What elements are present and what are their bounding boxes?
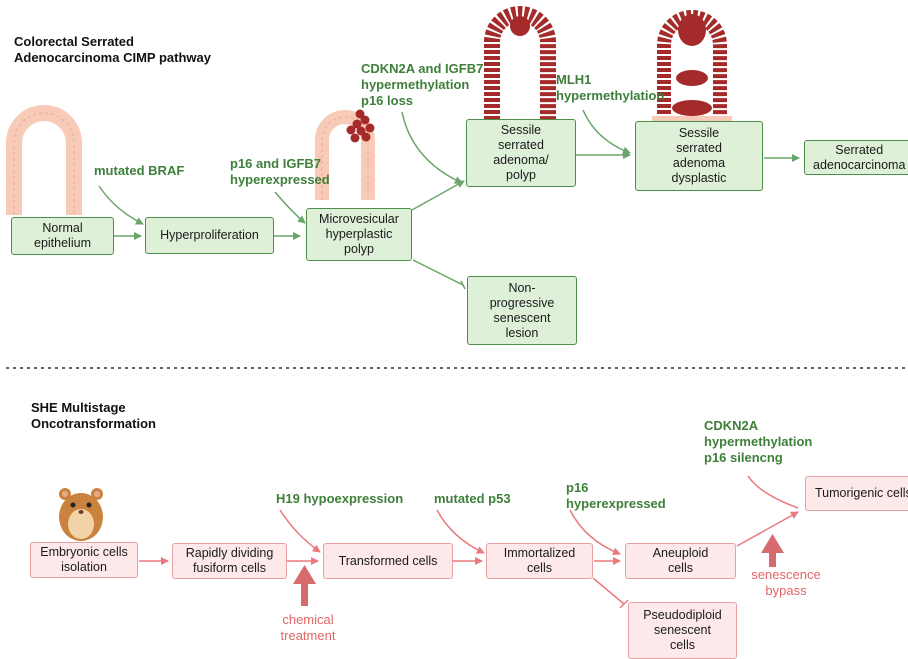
box-tumorigenic-cells: Tumorigenic cells	[805, 476, 908, 511]
box-sessile-dysplastic: Sessile serrated adenoma dysplastic	[635, 121, 763, 191]
label-mutated-braf: mutated BRAF	[94, 163, 185, 178]
polyp-cluster-icon	[346, 109, 375, 143]
polyp-cluster-icon	[652, 10, 732, 123]
crypt-icon	[5, 105, 82, 215]
box-immortalized-cells: Immortalized cells	[486, 543, 593, 579]
oncotransformation-title: SHE Multistage Oncotransformation	[31, 400, 156, 431]
label-p16-hyperexpressed: p16 hyperexpressed	[566, 480, 666, 511]
hamster-icon	[59, 488, 103, 541]
box-non-progressive-lesion: Non- progressive senescent lesion	[467, 276, 577, 345]
box-sessile-serrated-adenoma: Sessile serrated adenoma/ polyp	[466, 119, 576, 187]
box-transformed-cells: Transformed cells	[323, 543, 453, 579]
box-serrated-adenocarcinoma: Serrated adenocarcinoma	[804, 140, 908, 175]
label-chemical-treatment: chemical treatment	[280, 612, 336, 643]
box-rapidly-dividing: Rapidly dividing fusiform cells	[172, 543, 287, 579]
label-p16-igfb7-hyperexpressed: p16 and IGFB7 hyperexpressed	[230, 156, 330, 187]
label-mlh1: MLH1 hypermethylation	[556, 72, 665, 103]
label-cdkn2a-silencing: CDKN2A hypermethylation p16 silencng	[704, 418, 813, 465]
box-normal-epithelium: Normal epithelium	[11, 217, 114, 255]
box-pseudodiploid-cells: Pseudodiploid senescent cells	[628, 602, 737, 659]
label-h19-hypoexpression: H19 hypoexpression	[276, 491, 404, 506]
label-senescence-bypass: senescence bypass	[751, 567, 821, 598]
box-embryonic-cells: Embryonic cells isolation	[30, 542, 138, 578]
box-hyperproliferation: Hyperproliferation	[145, 217, 274, 254]
label-cdkn2a-igfb7: CDKN2A and IGFB7 hypermethylation p16 lo…	[361, 61, 484, 108]
box-microvesicular-polyp: Microvesicular hyperplastic polyp	[306, 208, 412, 261]
polyp-cluster-icon	[484, 6, 556, 120]
label-mutated-p53: mutated p53	[434, 491, 511, 506]
box-aneuploid-cells: Aneuploid cells	[625, 543, 736, 579]
pathway-title: Colorectal Serrated Adenocarcinoma CIMP …	[14, 34, 211, 65]
